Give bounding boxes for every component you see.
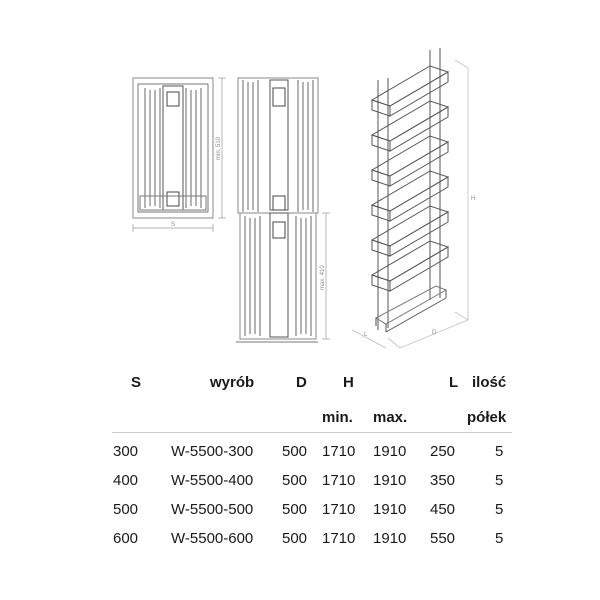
- cell-polek: 5: [495, 472, 504, 489]
- cell-wyrob: W-5500-600: [171, 530, 254, 547]
- header-wyrob: wyrób: [210, 374, 255, 391]
- header-min: min.: [322, 409, 353, 426]
- shelf-basket-2: [370, 100, 450, 152]
- cell-s: 300: [113, 443, 139, 460]
- perspective-view-drawing: [351, 48, 469, 349]
- cell-polek: 5: [495, 443, 504, 460]
- cell-h-max: 1910: [373, 501, 407, 518]
- extended-height-label: max. 410: [320, 265, 326, 290]
- perspective-length-label: L: [364, 332, 368, 338]
- cell-l: 550: [430, 530, 456, 547]
- perspective-depth-label: D: [432, 330, 437, 336]
- cell-s: 500: [113, 501, 139, 518]
- cell-wyrob: W-5500-400: [171, 472, 254, 489]
- table-divider: [112, 432, 512, 433]
- shelf-basket-1: [370, 65, 450, 117]
- header-polek: półek: [467, 409, 507, 426]
- header-l: L: [449, 374, 459, 391]
- cell-polek: 5: [495, 501, 504, 518]
- cell-l: 450: [430, 501, 456, 518]
- cell-d: 500: [282, 501, 308, 518]
- cell-h-min: 1710: [322, 501, 356, 518]
- cell-d: 500: [282, 472, 308, 489]
- shelf-basket-3: [370, 135, 450, 187]
- header-h: H: [343, 374, 354, 391]
- perspective-height-label: H: [471, 196, 475, 202]
- front-height-label: min. 510: [216, 136, 222, 160]
- shelf-basket-6: [370, 240, 450, 292]
- cell-l: 250: [430, 443, 456, 460]
- cell-h-max: 1910: [373, 443, 407, 460]
- technical-drawings: S min. 510 max. 410 H D L: [132, 48, 475, 349]
- cell-h-max: 1910: [373, 530, 407, 547]
- shelf-basket-4: [370, 170, 450, 222]
- cell-l: 350: [430, 472, 456, 489]
- header-ilosc: ilość: [472, 374, 507, 391]
- front-width-label: S: [171, 222, 175, 228]
- cell-s: 400: [113, 472, 139, 489]
- cell-h-min: 1710: [322, 472, 356, 489]
- header-s: S: [131, 374, 142, 391]
- cell-h-min: 1710: [322, 530, 356, 547]
- extended-view-drawing: [236, 77, 330, 343]
- shelf-basket-5: [370, 205, 450, 257]
- header-d: D: [296, 374, 307, 391]
- cell-h-max: 1910: [373, 472, 407, 489]
- cell-d: 500: [282, 530, 308, 547]
- front-view-drawing: [132, 77, 226, 232]
- cell-polek: 5: [495, 530, 504, 547]
- cell-h-min: 1710: [322, 443, 356, 460]
- header-max: max.: [373, 409, 408, 426]
- cell-d: 500: [282, 443, 308, 460]
- cell-wyrob: W-5500-500: [171, 501, 254, 518]
- cell-wyrob: W-5500-300: [171, 443, 254, 460]
- cell-s: 600: [113, 530, 139, 547]
